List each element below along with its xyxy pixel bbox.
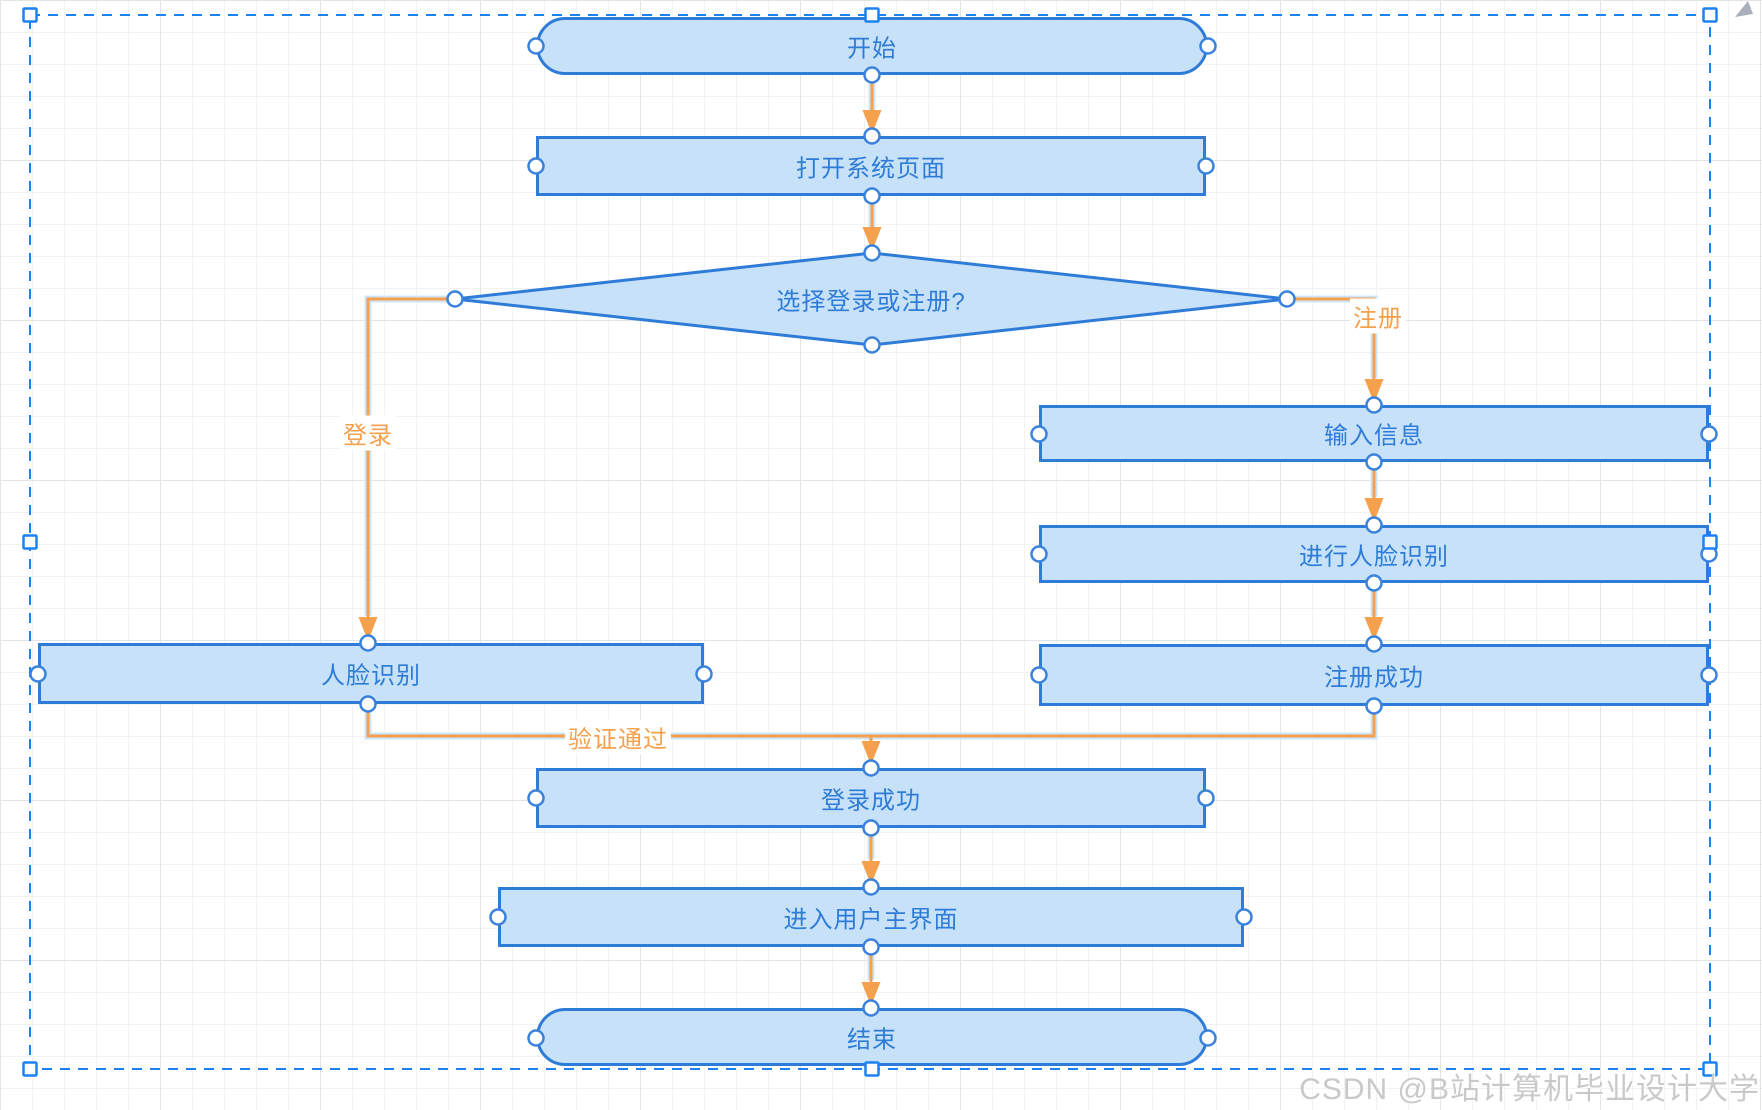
mouse-cursor-icon [1735,1,1753,17]
edge-main-ui-to-end[interactable] [861,949,881,1006]
node-choose-login-register-label: 选择登录或注册? [776,288,966,316]
node-input-info[interactable] [1039,405,1709,462]
node-open-system-page[interactable] [536,136,1206,196]
edge-choose-to-face-recognition[interactable] [358,295,456,641]
node-choose-login-register-shape[interactable] [454,251,1288,347]
edge-open-to-choose[interactable] [862,198,882,251]
edge-choose-to-input-info[interactable] [1287,295,1384,403]
node-face-recognition[interactable] [38,643,704,704]
edge-label-register: 注册 [1350,298,1406,334]
csdn-watermark: CSDN @B站计算机毕业设计大学 [1299,1073,1760,1106]
edge-merge-to-login-success[interactable] [364,706,1378,765]
node-enter-user-main-ui[interactable] [498,887,1244,947]
edge-perform-face-to-register-success[interactable] [1364,585,1384,641]
node-start[interactable] [536,17,1208,75]
node-login-success[interactable] [536,768,1206,828]
edge-login-success-to-main-ui[interactable] [861,830,881,885]
node-end[interactable] [536,1008,1208,1066]
edge-label-verify-pass: 验证通过 [565,719,671,755]
edge-start-to-open[interactable] [862,77,882,134]
edge-input-to-perform-face[interactable] [1364,464,1384,522]
node-perform-face-recognition[interactable] [1039,525,1709,583]
edge-label-login: 登录 [340,415,396,451]
node-register-success[interactable] [1039,644,1709,706]
